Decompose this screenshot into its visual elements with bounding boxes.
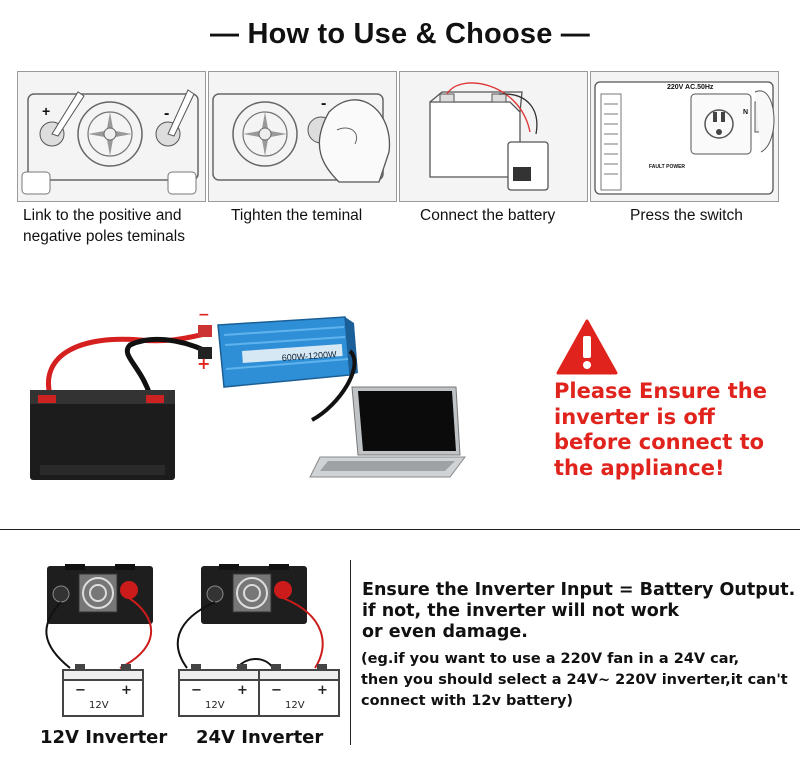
step-4-image: 220V AC.50Hz FAULT POWER N (590, 71, 779, 202)
inverter-label: 600W-1200W (281, 349, 337, 363)
example-line-1: (eg.if you want to use a 220V fan in a 2… (361, 651, 740, 667)
step-3-image (399, 71, 588, 202)
battery-voltage: 12V (89, 700, 109, 711)
inverter-600w-1200w: 600W-1200W (217, 316, 358, 388)
step-2-image: - (208, 71, 397, 202)
battery-12v-c (258, 664, 340, 717)
example-note: (eg.if you want to use a 220V fan in a 2… (361, 649, 797, 712)
black-terminal-clip (198, 347, 212, 359)
tighten-terminal-illustration: - (209, 72, 396, 201)
fault-power-label: FAULT POWER (649, 164, 685, 170)
step-4-caption: Press the switch (630, 207, 743, 224)
inverter-battery-configurations: − + 12V − + 12V − + 12V (45, 564, 340, 717)
minus-marker: - (164, 105, 169, 122)
step-1-image: + - (17, 71, 206, 202)
battery-minus: − (191, 683, 202, 698)
minus-marker: - (321, 95, 326, 112)
plus-sign: + (197, 354, 210, 373)
battery-voltage: 12V (205, 700, 225, 711)
ensure-line-3: or even damage. (362, 622, 528, 642)
ensure-line-2: if not, the inverter will not work (362, 601, 680, 621)
step-3-caption: Connect the battery (420, 207, 556, 224)
step-2-caption: Tighten the teminal (231, 207, 363, 224)
press-switch-illustration: 220V AC.50Hz FAULT POWER N (591, 72, 778, 201)
vertical-divider (350, 560, 351, 745)
switch-on-label: N (743, 109, 748, 116)
ac-plate-label: 220V AC.50Hz (667, 84, 714, 91)
battery-minus: − (271, 683, 282, 698)
connect-battery-illustration (400, 72, 587, 201)
battery-12v-a (62, 664, 144, 717)
minus-sign: − (198, 307, 210, 323)
ensure-instructions: Ensure the Inverter Input = Battery Outp… (362, 580, 798, 643)
example-line-2: then you should select a 24V~ 220V inver… (361, 672, 788, 688)
label-24v-inverter: 24V Inverter (196, 727, 324, 748)
page-title: — How to Use & Choose — (209, 18, 590, 50)
inverter-24v (201, 564, 307, 624)
red-terminal-clip (198, 325, 212, 337)
battery-12v-b (178, 664, 260, 717)
plus-marker: + (42, 103, 50, 119)
terminal-connection-illustration: + - (18, 72, 205, 201)
section-divider (0, 529, 800, 530)
laptop (309, 386, 466, 478)
inverter-12v (47, 564, 153, 624)
warning-message: Please Ensure the inverter is off before… (554, 379, 767, 480)
battery-voltage: 12V (285, 700, 305, 711)
ensure-line-1: Ensure the Inverter Input = Battery Outp… (362, 580, 796, 600)
car-battery (30, 390, 175, 480)
warning-triangle-icon (556, 319, 618, 375)
label-12v-inverter: 12V Inverter (40, 727, 168, 748)
battery-plus: + (121, 683, 132, 698)
battery-minus: − (75, 683, 86, 698)
battery-plus: + (237, 683, 248, 698)
wiring-diagram: − + 600W-1200W (30, 307, 466, 480)
battery-plus: + (317, 683, 328, 698)
example-line-3: connect with 12v battery) (361, 693, 574, 709)
step-1-caption: Link to the positive and negative poles … (23, 207, 185, 245)
